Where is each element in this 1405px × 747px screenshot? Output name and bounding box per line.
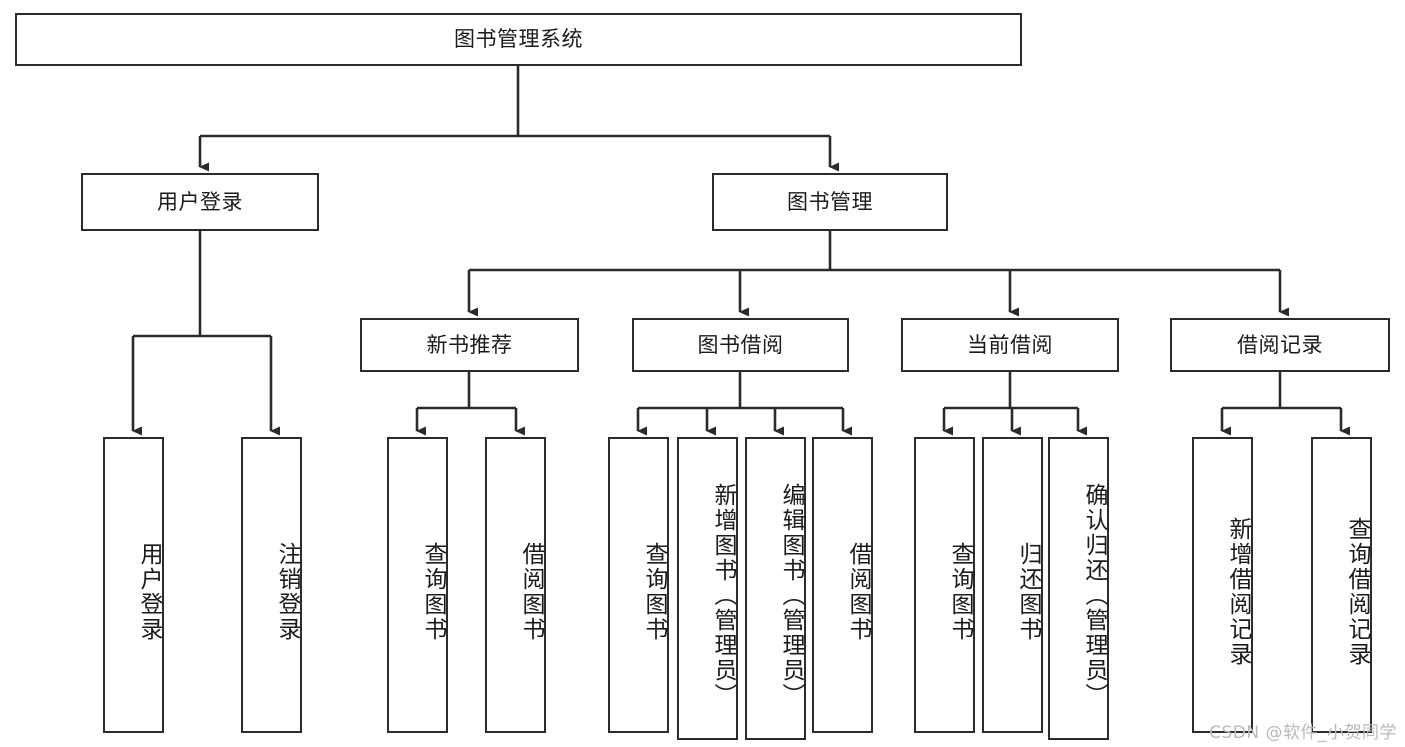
node-leaf-add-record[interactable]: 新增借阅记录	[1192, 437, 1253, 733]
node-new-book-recommend[interactable]: 新书推荐	[360, 318, 579, 372]
node-book-borrow[interactable]: 图书借阅	[632, 318, 849, 372]
node-leaf-query-book-cur-label: 查询图书	[947, 542, 973, 642]
node-leaf-edit-book[interactable]: 编辑图书（管理员）	[745, 437, 806, 740]
node-leaf-query-record-label: 查询借阅记录	[1344, 517, 1370, 667]
node-leaf-borrow-book-label: 借阅图书	[845, 542, 871, 642]
node-root[interactable]: 图书管理系统	[15, 13, 1022, 66]
node-book-manage[interactable]: 图书管理	[712, 173, 948, 231]
node-leaf-user-login[interactable]: 用户登录	[103, 437, 164, 733]
node-leaf-add-book-label: 新增图书（管理员）	[710, 483, 736, 708]
node-leaf-logout[interactable]: 注销登录	[241, 437, 302, 733]
node-borrow-record-label: 借阅记录	[1237, 332, 1323, 357]
node-leaf-query-book-borrow-label: 查询图书	[641, 542, 667, 642]
node-leaf-borrow-book-rec[interactable]: 借阅图书	[485, 437, 546, 733]
node-root-label: 图书管理系统	[454, 27, 583, 52]
node-leaf-query-record[interactable]: 查询借阅记录	[1311, 437, 1372, 733]
node-leaf-return-book-label: 归还图书	[1015, 542, 1041, 642]
node-book-borrow-label: 图书借阅	[697, 332, 784, 357]
node-current-borrow[interactable]: 当前借阅	[901, 318, 1119, 372]
node-leaf-borrow-book-rec-label: 借阅图书	[518, 542, 544, 642]
watermark-text: CSDN @软件_小贺同学	[1209, 723, 1397, 743]
node-leaf-edit-book-label: 编辑图书（管理员）	[778, 483, 804, 708]
node-leaf-confirm-return-label: 确认归还（管理员）	[1081, 483, 1107, 708]
node-new-book-recommend-label: 新书推荐	[426, 332, 513, 357]
node-leaf-query-book-rec[interactable]: 查询图书	[387, 437, 448, 733]
node-leaf-return-book[interactable]: 归还图书	[982, 437, 1043, 733]
node-book-manage-label: 图书管理	[787, 189, 873, 214]
node-leaf-confirm-return[interactable]: 确认归还（管理员）	[1048, 437, 1109, 740]
node-user-login[interactable]: 用户登录	[81, 173, 319, 231]
node-leaf-query-book-cur[interactable]: 查询图书	[914, 437, 975, 733]
node-leaf-logout-label: 注销登录	[274, 542, 300, 642]
node-leaf-user-login-label: 用户登录	[136, 542, 162, 642]
node-current-borrow-label: 当前借阅	[967, 332, 1053, 357]
node-leaf-add-record-label: 新增借阅记录	[1225, 517, 1251, 667]
node-leaf-query-book-rec-label: 查询图书	[420, 542, 446, 642]
node-leaf-query-book-borrow[interactable]: 查询图书	[608, 437, 669, 733]
node-leaf-borrow-book[interactable]: 借阅图书	[812, 437, 873, 733]
node-user-login-label: 用户登录	[157, 189, 243, 214]
node-leaf-add-book[interactable]: 新增图书（管理员）	[677, 437, 738, 740]
node-borrow-record[interactable]: 借阅记录	[1170, 318, 1390, 372]
